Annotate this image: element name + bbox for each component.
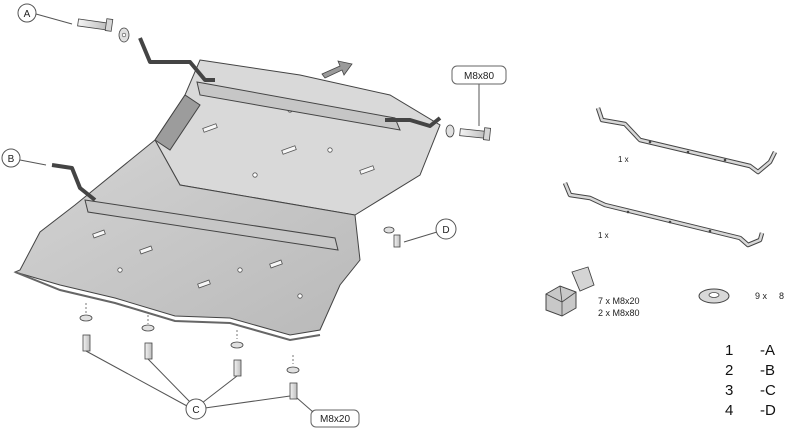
bolt-m8x80-right: [459, 128, 487, 139]
mounting-hole: [237, 267, 243, 273]
direction-arrow: [321, 60, 353, 79]
front-reinforcement-rib: [84, 199, 339, 251]
bracket-lower-qty: 1 x: [598, 231, 609, 240]
legend-label: -B: [760, 362, 775, 379]
drain-slots: [92, 123, 375, 289]
washer-icon: [698, 288, 730, 304]
mounting-hole: [327, 147, 333, 153]
callout-b-leader: [19, 159, 47, 166]
bottom-bolt: [141, 315, 155, 360]
callout-c-leaders: [85, 350, 291, 409]
callout-a-group: A: [17, 3, 130, 43]
callout-c-letter: C: [192, 405, 199, 416]
bolt-tag-m8x80: [451, 65, 507, 85]
skid-plate-edge: [14, 271, 321, 342]
drain-slot: [281, 145, 297, 155]
legend-row: 2 -B: [712, 360, 792, 380]
bolt-qty-line2: 2 x M8x80: [598, 308, 640, 318]
bolt-qty-line1: 7 x M8x20: [598, 296, 640, 306]
callout-d-letter: D: [442, 225, 449, 236]
rear-bracket: [138, 37, 215, 82]
legend-row: 4 -D: [712, 400, 792, 420]
bottom-bolt: [79, 303, 93, 352]
rear-reinforcement-rib: [196, 81, 401, 131]
bracket-upper-qty: 1 x: [618, 155, 629, 164]
legend-label: -C: [760, 382, 776, 399]
bottom-bolt: [286, 355, 300, 400]
rear-bracket-right: [385, 116, 442, 128]
skid-plate-side-wall: [154, 94, 201, 151]
washer-icon: [383, 226, 395, 234]
callout-b-letter: B: [8, 154, 15, 165]
legend-row: 1 -A: [712, 340, 792, 360]
legend-label: -D: [760, 402, 776, 419]
bolt-tag-m8x20-label: M8x20: [320, 414, 350, 425]
skid-plate: [13, 37, 442, 342]
washer-icon: [445, 124, 455, 138]
callout-a-letter: A: [24, 9, 31, 20]
bolt-tag-m8x20-leader: [296, 397, 314, 413]
drain-slot: [197, 279, 211, 289]
drain-slot: [269, 259, 283, 269]
mounting-hole: [117, 267, 123, 273]
callout-d-leader: [403, 231, 438, 243]
callout-c-bubble: [185, 398, 207, 420]
drain-slot: [359, 165, 375, 175]
callout-a-bubble: [17, 3, 37, 23]
drain-slot: [202, 123, 218, 133]
legend-label: -A: [760, 342, 775, 359]
legend-number: 1: [725, 342, 734, 359]
legend-number: 3: [725, 382, 734, 399]
bracket-upper: [595, 107, 778, 175]
bolt-m8x80-left: [77, 18, 114, 32]
callout-b-group: B: [1, 148, 47, 168]
legend-number: 4: [725, 402, 734, 419]
callout-d-bubble: [435, 218, 457, 240]
mounting-hole: [297, 293, 303, 299]
front-bracket: [51, 163, 97, 202]
skid-plate-front-section: [13, 139, 361, 336]
washer-size: 8: [779, 291, 784, 301]
legend-number: 2: [725, 362, 734, 379]
drain-slot: [92, 229, 106, 239]
callout-a-leader: [35, 13, 73, 25]
mounting-hole: [252, 172, 258, 178]
bracket-lower: [562, 182, 765, 248]
washer-qty: 9 x: [755, 291, 768, 301]
hex-bolt-icon: [545, 266, 595, 317]
legend-row: 3 -C: [712, 380, 792, 400]
bottom-bolt: [230, 330, 244, 377]
callout-d-group: D: [383, 218, 457, 248]
bolt-m8x80-right-group: M8x80: [445, 65, 507, 141]
drain-slot: [139, 245, 153, 255]
bolt-tag-m8x20: [310, 409, 360, 428]
bolt-tag-m8x80-label: M8x80: [464, 71, 494, 82]
bolt-m8x20-d: [393, 234, 401, 248]
legend: 1 -A 2 -B 3 -C 4 -D: [712, 340, 792, 420]
callout-b-bubble: [1, 148, 21, 168]
parts-list: 1 x 1 x 7 x M8x20 2 x M8x80 9 x 8: [545, 107, 784, 318]
callout-c-group: C M8x20: [79, 303, 360, 428]
